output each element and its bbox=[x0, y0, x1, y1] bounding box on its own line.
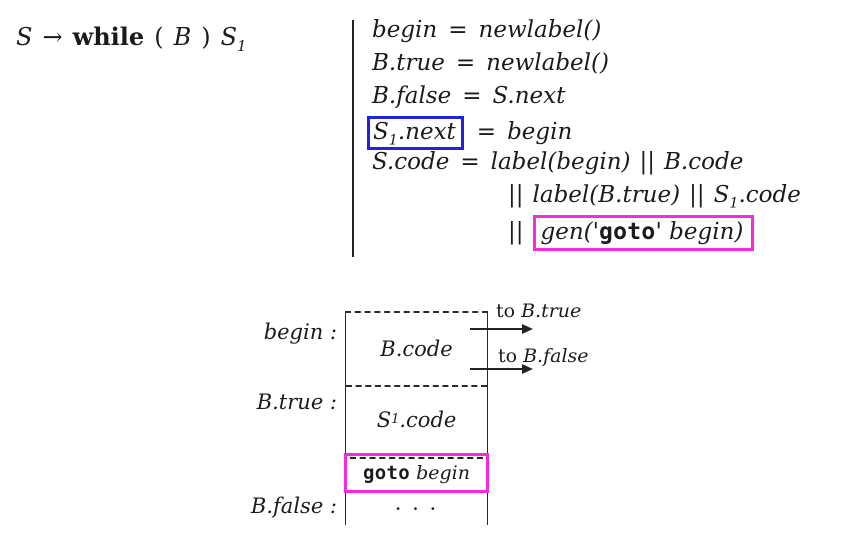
production-condition: B bbox=[173, 23, 192, 51]
arrow-head-icon bbox=[522, 364, 533, 374]
equals-sign: = bbox=[460, 149, 480, 175]
rule-rhs: newlabel() bbox=[486, 50, 609, 76]
production-body: S1 bbox=[220, 23, 247, 55]
highlight-box-blue: S1.next bbox=[367, 116, 464, 150]
production-lhs: S bbox=[16, 23, 33, 51]
highlight-box-magenta: gen(' goto ' begin) bbox=[532, 215, 755, 251]
equals-sign: = bbox=[476, 119, 497, 145]
section-bcode: B.code bbox=[346, 313, 487, 387]
rule-rhs: label(B.true) bbox=[532, 182, 681, 208]
rule-line-begin: begin = newlabel() bbox=[372, 17, 801, 50]
rule-line-scode-cont2: || gen(' goto ' begin) bbox=[372, 215, 801, 251]
address-label-begin: begin : bbox=[263, 320, 337, 344]
rule-rhs: begin bbox=[507, 119, 573, 145]
concat-operator: || bbox=[689, 182, 705, 208]
keyword-while: while bbox=[72, 22, 145, 51]
arrow-to-btrue-icon bbox=[470, 324, 533, 334]
section-ellipsis: · · · bbox=[394, 497, 439, 521]
rule-lhs: B.true bbox=[372, 50, 445, 76]
rule-line-bfalse: B.false = S.next bbox=[372, 83, 801, 116]
concat-operator: || bbox=[508, 219, 524, 245]
arrow-head-icon bbox=[522, 324, 533, 334]
equals-sign: = bbox=[448, 17, 468, 43]
equals-sign: = bbox=[455, 50, 476, 76]
rule-lhs: S.code bbox=[372, 149, 450, 175]
goto-operand: begin bbox=[416, 462, 470, 484]
dashed-separator-line bbox=[350, 457, 483, 459]
rule-rhs: newlabel() bbox=[478, 17, 602, 43]
subscript: 1 bbox=[388, 132, 398, 149]
production-lparen: ( bbox=[154, 23, 164, 51]
grammar-production: S → while ( B ) S1 bbox=[16, 22, 247, 55]
rule-line-s1next: S1.next = begin bbox=[367, 116, 801, 150]
rules-divider-line bbox=[352, 20, 354, 257]
address-label-btrue: B.true : bbox=[256, 390, 337, 414]
rule-lhs: B.false bbox=[372, 83, 452, 109]
rule-line-btrue: B.true = newlabel() bbox=[372, 50, 801, 83]
section-goto-highlight-box-magenta: goto begin bbox=[344, 453, 489, 493]
concat-operator: || bbox=[508, 182, 524, 208]
rule-rhs: S1.code bbox=[713, 182, 801, 212]
goto-keyword: goto bbox=[598, 219, 656, 245]
arrow-to-bfalse-icon bbox=[470, 364, 533, 374]
rule-rhs: S.next bbox=[492, 83, 566, 109]
goto-keyword: goto bbox=[363, 462, 411, 484]
production-rparen: ) bbox=[201, 23, 211, 51]
rule-rhs: B.code bbox=[664, 149, 744, 175]
gen-call-close: ' begin) bbox=[655, 219, 744, 245]
rule-rhs: label(begin) bbox=[490, 149, 631, 175]
equals-sign: = bbox=[462, 83, 482, 109]
gen-call-open: gen(' bbox=[540, 219, 599, 245]
address-label-bfalse: B.false : bbox=[250, 494, 337, 518]
subscript: 1 bbox=[237, 36, 247, 55]
semantic-rules: begin = newlabel() B.true = newlabel() B… bbox=[367, 17, 801, 251]
rule-line-scode: S.code = label(begin) || B.code bbox=[372, 149, 801, 182]
subscript: 1 bbox=[729, 195, 739, 212]
rule-lhs: begin bbox=[372, 17, 438, 43]
rule-line-scode-cont1: || label(B.true) || S1.code bbox=[372, 182, 801, 215]
concat-operator: || bbox=[639, 149, 656, 175]
production-arrow-icon: → bbox=[42, 23, 63, 51]
rule-lhs: S1.next bbox=[373, 119, 456, 149]
